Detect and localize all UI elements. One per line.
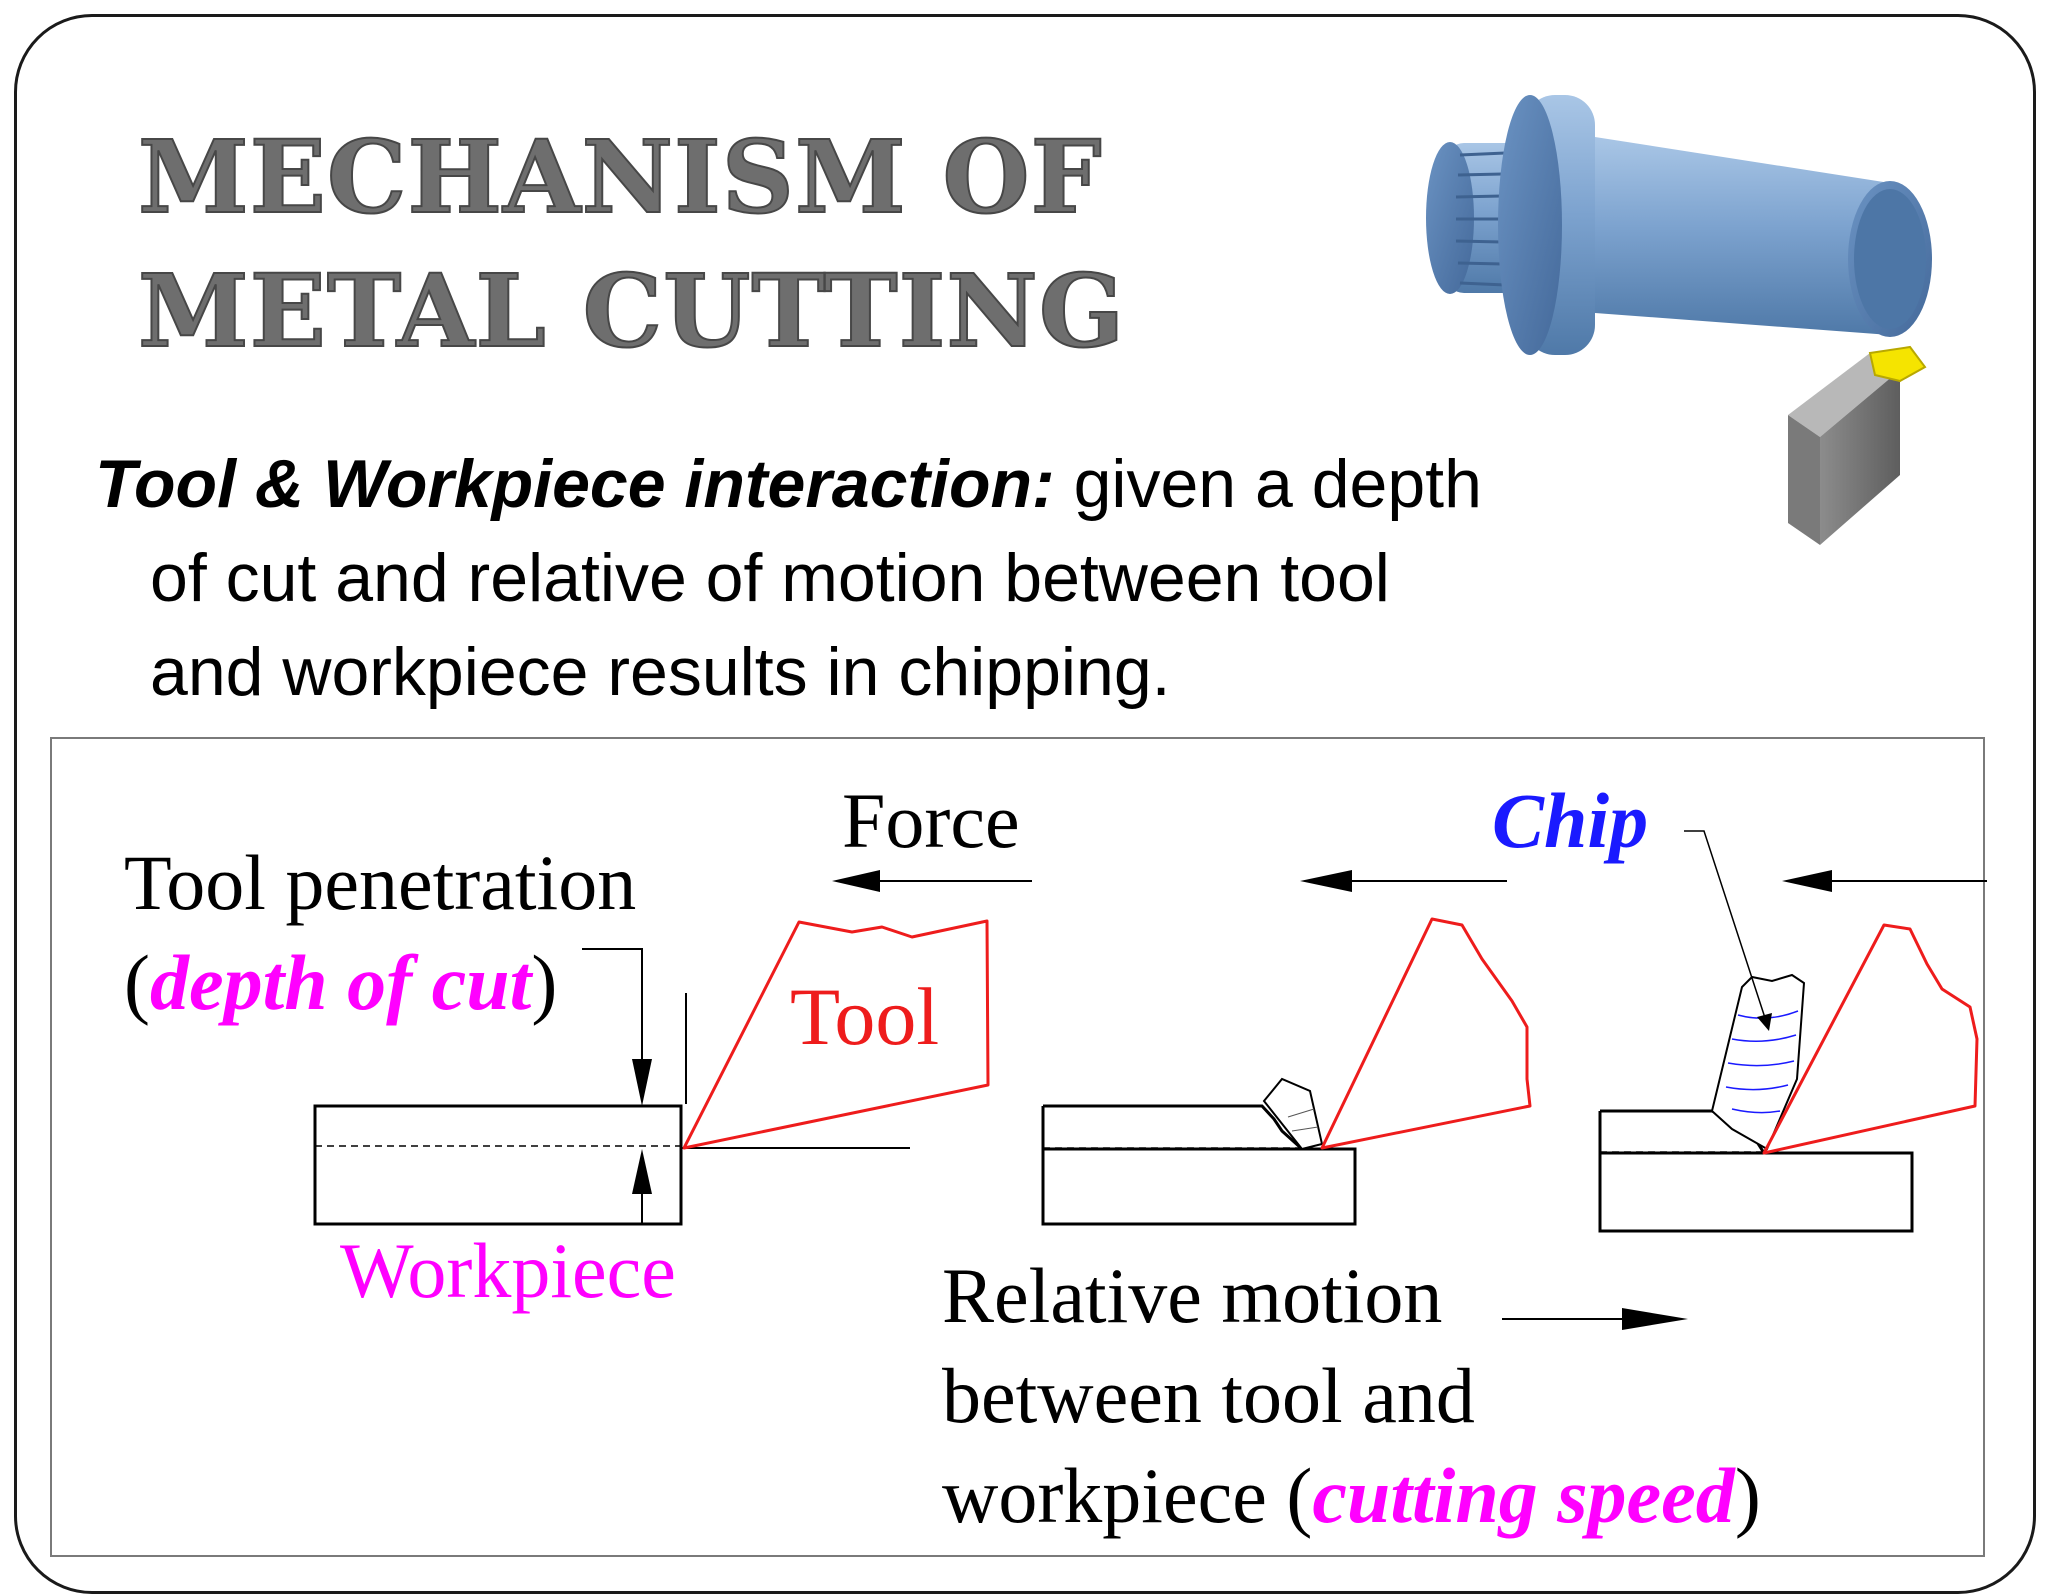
tool-1 bbox=[682, 919, 990, 1150]
cutting-speed-italic: cutting speed bbox=[1312, 1452, 1735, 1539]
cutting-diagram-panel: Force Chip Tool penetration (depth of cu… bbox=[50, 737, 1987, 1557]
stage-3 bbox=[1598, 830, 1987, 1233]
cutting-tool bbox=[1788, 345, 1927, 545]
stage-2 bbox=[1041, 870, 1532, 1226]
tool-penetration-label: Tool penetration bbox=[124, 839, 636, 926]
chip-label: Chip bbox=[1492, 777, 1648, 864]
chip-leader-arrow-icon bbox=[1757, 1013, 1772, 1031]
intro-line1: given a depth bbox=[1054, 446, 1482, 522]
relative-motion-line2: between tool and bbox=[942, 1352, 1475, 1439]
relative-motion-line3: workpiece (cutting speed) bbox=[942, 1452, 1761, 1539]
force-arrow-2-icon bbox=[1300, 870, 1352, 892]
tool-2 bbox=[1320, 917, 1532, 1150]
stage-1 bbox=[313, 870, 1032, 1226]
intro-paragraph: Tool & Workpiece interaction: given a de… bbox=[95, 437, 1695, 719]
workpiece-2-top bbox=[1043, 1104, 1304, 1151]
motion-arrow-icon bbox=[1622, 1308, 1688, 1330]
intro-line2: of cut and relative of motion between to… bbox=[150, 540, 1390, 616]
intro-line3: and workpiece results in chipping. bbox=[150, 634, 1171, 710]
force-arrow-3-icon bbox=[1782, 870, 1832, 892]
lathe-workpiece-tool-icon bbox=[1426, 95, 1932, 545]
cutting-diagram: Force Chip Tool penetration (depth of cu… bbox=[124, 777, 1987, 1539]
workpiece-3 bbox=[1598, 1151, 1914, 1233]
chip-3 bbox=[1710, 973, 1806, 1151]
force-label: Force bbox=[842, 777, 1020, 864]
depth-of-cut-label: (depth of cut) bbox=[124, 939, 557, 1026]
depth-arrow-up-icon bbox=[632, 1149, 652, 1194]
relative-motion-line1: Relative motion bbox=[942, 1252, 1442, 1339]
depth-arrow-down-icon bbox=[632, 1059, 652, 1106]
force-arrow-1-icon bbox=[832, 870, 880, 892]
chip-leader bbox=[1684, 830, 1768, 1025]
chip-2 bbox=[1262, 1077, 1324, 1151]
slide-title: Mechanism of Metal Cutting bbox=[137, 117, 1126, 371]
workpiece-1 bbox=[313, 1104, 683, 1226]
intro-lead: Tool & Workpiece interaction: bbox=[95, 446, 1055, 522]
flange bbox=[1498, 95, 1595, 355]
main-shaft bbox=[1595, 137, 1932, 337]
workpiece-label: Workpiece bbox=[340, 1227, 676, 1314]
tool-3 bbox=[1762, 923, 1979, 1155]
depth-of-cut-italic: depth of cut bbox=[150, 939, 534, 1026]
depth-leader bbox=[582, 948, 643, 1099]
workpiece-2 bbox=[1041, 1147, 1357, 1226]
tool-label: Tool bbox=[790, 971, 939, 1062]
